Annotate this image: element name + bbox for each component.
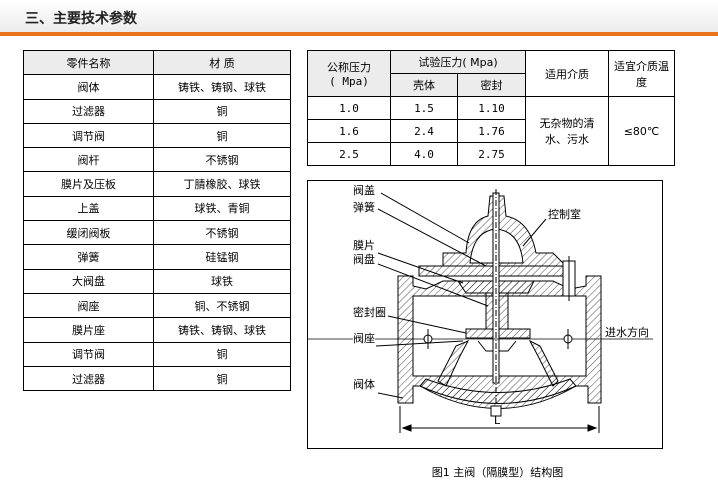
part-name-cell: 阀杆 [23,147,154,173]
header-temperature: 适宜介质温度 [608,50,675,97]
dimension-line-L [399,406,600,433]
label-body: 阀体 [353,378,375,391]
label-control-chamber: 控制室 [548,208,581,221]
part-name-cell: 阀体 [23,74,154,100]
label-spring: 弹簧 [353,201,375,214]
label-disc: 阀盘 [353,253,375,266]
material-cell: 丁腈橡胶、球铁 [153,171,291,197]
table-row: 大阀盘球铁 [23,268,291,294]
label-length: L [494,414,501,427]
table-row: 膜片座铸铁、铸钢、球铁 [23,317,291,343]
table-row: 膜片及压板丁腈橡胶、球铁 [23,171,291,197]
cell: 1.76 [457,119,526,143]
header-seal: 密封 [457,73,526,97]
part-name-cell: 弹簧 [23,244,154,270]
cell: 2.4 [390,119,458,143]
valve-structure-diagram: 阀盖 弹簧 膜片 阀盘 密封圈 阀座 阀体 控制室 进水方向 L [307,180,663,449]
material-cell: 铸铁、铸钢、球铁 [153,317,291,343]
label-diaphragm: 膜片 [353,239,375,252]
part-name-cell: 膜片及压板 [23,171,154,197]
material-cell: 铜 [153,341,291,367]
table-row: 过滤器铜 [23,365,291,392]
leader-lines [375,192,547,399]
medium-cell: 无杂物的清水、污水 [525,96,609,166]
section-title: 三、主要技术参数 [25,11,137,27]
cell: 1.6 [307,119,391,143]
part-name-cell: 调节阀 [23,122,154,149]
part-name-cell: 调节阀 [23,341,154,367]
label-seal-ring: 密封圈 [353,306,386,319]
table-row: 阀座铜、不锈钢 [23,292,291,319]
valve-stem [490,189,502,417]
material-cell: 球铁 [153,268,291,294]
label-cover: 阀盖 [353,184,375,197]
part-name-cell: 缓闭阀板 [23,220,154,246]
part-name-cell: 阀座 [23,292,154,319]
temperature-cell: ≤80℃ [608,96,675,166]
material-cell: 铜 [153,98,291,124]
label-seat: 阀座 [353,332,375,345]
header-part-name: 零件名称 [23,49,154,76]
material-cell: 铜、不锈钢 [153,292,291,319]
table-row: 调节阀铜 [23,341,291,367]
cell: 1.0 [307,96,391,120]
pressure-table: 公称压力( Mpa) 试验压力( Mpa) 适用介质 适宜介质温度 壳体 密封 … [307,50,675,166]
header-shell: 壳体 [390,73,458,97]
material-cell: 球铁、青铜 [153,195,291,222]
control-bolt [562,256,576,301]
cell: 1.5 [390,96,458,120]
table-row: 1.0 1.5 1.10 无杂物的清水、污水 ≤80℃ [307,96,675,166]
material-cell: 铜 [153,122,291,149]
bonnet [418,195,568,277]
material-cell: 不锈钢 [153,147,291,173]
header-material: 材 质 [153,49,291,76]
header-divider [0,32,718,36]
material-cell: 硅锰钢 [153,244,291,270]
table-header-row: 零件名称材 质 [23,49,291,76]
material-cell: 铸铁、铸钢、球铁 [153,74,291,100]
part-name-cell: 上盖 [23,195,154,222]
table-row: 调节阀铜 [23,122,291,149]
table-row: 2.5 4.0 2.75 [307,142,675,166]
material-cell: 不锈钢 [153,220,291,246]
material-cell: 铜 [153,365,291,392]
cell: 1.10 [457,96,526,120]
cell: 2.5 [307,142,391,166]
figure-caption: 图1 主阀（隔膜型）结构图 [431,466,564,479]
cell: 2.75 [457,142,526,166]
header-test-pressure: 试验压力( Mpa) [390,50,526,74]
header-medium: 适用介质 [525,50,609,97]
parts-material-table: 零件名称材 质阀体铸铁、铸钢、球铁过滤器铜调节阀铜阀杆不锈钢膜片及压板丁腈橡胶、… [23,49,291,392]
label-inlet-direction: 进水方向 [605,326,649,339]
part-name-cell: 过滤器 [23,365,154,392]
valve-drawing [308,189,653,433]
part-name-cell: 过滤器 [23,98,154,124]
table-row: 过滤器铜 [23,98,291,124]
table-row: 阀杆不锈钢 [23,147,291,173]
part-name-cell: 大阀盘 [23,268,154,294]
table-row: 1.6 2.4 1.76 [307,119,675,143]
part-name-cell: 膜片座 [23,317,154,343]
table-row: 阀体铸铁、铸钢、球铁 [23,74,291,100]
section-header: 三、主要技术参数 [0,0,718,32]
table-row: 弹簧硅锰钢 [23,244,291,270]
table-row: 缓闭阀板不锈钢 [23,220,291,246]
table-row: 上盖球铁、青铜 [23,195,291,222]
header-nominal-pressure: 公称压力( Mpa) [307,50,391,97]
cell: 4.0 [390,142,458,166]
